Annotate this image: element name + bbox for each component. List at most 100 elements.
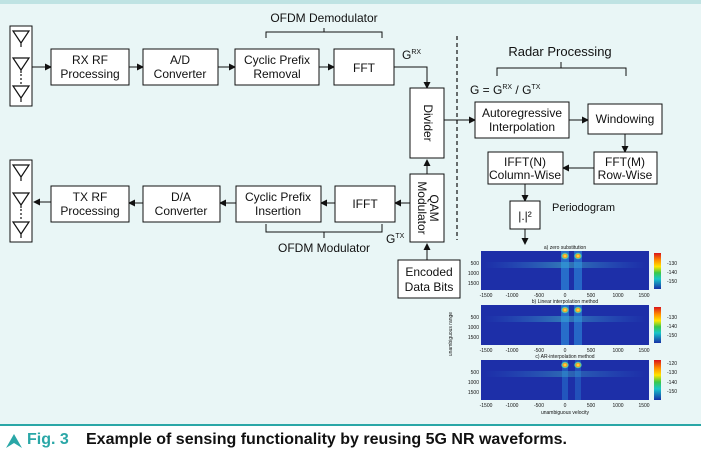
frame-top-band (0, 0, 701, 4)
plot-a-target-1 (561, 252, 569, 260)
plot-a-cbar-tick-2: -140 (667, 270, 677, 276)
divider-box (409, 87, 445, 159)
plot-b-ytick-3: 1500 (468, 335, 479, 341)
plot-c-cbar-tick-1: -120 (667, 361, 677, 367)
ad-box (142, 48, 219, 86)
plot-a-xtick-3: -500 (534, 293, 544, 299)
plot-c-xtick-6: 1000 (612, 403, 623, 409)
divider-label: Divider (421, 104, 435, 141)
cp-removal-label-1: Cyclic Prefix (244, 53, 310, 67)
plot-b-title: b) Linear interpolation method (532, 299, 599, 305)
plots-ylabel: unambiguous range (448, 312, 454, 356)
plot-b-xtick-7: 1500 (638, 348, 649, 354)
tx-antenna-array (9, 159, 33, 243)
plot-a-cbar-tick-1: -130 (667, 261, 677, 267)
ad-label-2: Converter (154, 67, 207, 81)
plot-b-colorbar (654, 307, 661, 343)
plot-c-band-2 (575, 360, 581, 400)
ofdm-mod-label: OFDM Modulator (278, 241, 370, 255)
plot-c-xlabel: unambiguous velocity (541, 410, 590, 416)
plot-b-xtick-5: 500 (587, 348, 596, 354)
plot-a-xtick-1: -1500 (480, 293, 493, 299)
plot-b: b) Linear interpolation method -130 -140… (468, 299, 677, 354)
plot-c-ytick-1: 500 (471, 370, 480, 376)
block-diagram: RX RF Processing A/D Converter Cyclic Pr… (9, 11, 677, 416)
da-label-1: D/A (171, 190, 191, 204)
ofdm-demod-label: OFDM Demodulator (270, 11, 377, 25)
plot-c-colorbar (654, 360, 661, 400)
g-equation: G = GRX / GTX (470, 83, 541, 97)
windowing-box (587, 103, 663, 135)
plot-c-ytick-3: 1500 (468, 390, 479, 396)
caption-figure-number: Fig. 3 (27, 431, 69, 448)
rx-rf-box (50, 48, 130, 86)
plot-c-xtick-2: -1000 (506, 403, 519, 409)
tx-rf-label-1: TX RF (73, 190, 108, 204)
g-rx-label: GRX (402, 48, 421, 62)
plot-c-title: c) AR-interpolation method (535, 354, 594, 360)
periodogram-plots: unambiguous range a) zero substitution -… (448, 245, 677, 416)
g-tx-label: GTX (386, 232, 405, 246)
plot-b-target-1 (561, 306, 569, 314)
plot-a: a) zero substitution -130 -140 -150 500 … (468, 245, 677, 299)
cp-removal-label-2: Removal (253, 67, 300, 81)
windowing-label: Windowing (596, 112, 655, 126)
rx-rf-label-2: Processing (60, 67, 119, 81)
tx-rf-box (50, 185, 130, 223)
fft-label: FFT (353, 61, 376, 75)
abs-square-box (509, 200, 541, 230)
plot-a-xtick-4: 0 (564, 293, 567, 299)
plot-b-xtick-4: 0 (564, 348, 567, 354)
plot-b-xtick-2: -1000 (506, 348, 519, 354)
plot-b-ytick-1: 500 (471, 315, 480, 321)
plot-c-xtick-3: -500 (534, 403, 544, 409)
plot-b-cbar-tick-1: -130 (667, 315, 677, 321)
plot-c-cbar-tick-2: -130 (667, 370, 677, 376)
plot-c-xtick-5: 500 (587, 403, 596, 409)
plot-a-ytick-3: 1500 (468, 281, 479, 287)
plot-c-ytick-2: 1000 (468, 380, 479, 386)
ifft-box (334, 185, 396, 223)
plot-b-xtick-3: -500 (534, 348, 544, 354)
plot-b-ytick-2: 1000 (468, 325, 479, 331)
caption-bar (0, 426, 701, 458)
plot-c-streak (484, 371, 646, 377)
plot-b-xtick-1: -1500 (480, 348, 493, 354)
radar-bracket (496, 62, 627, 76)
cp-insertion-label-1: Cyclic Prefix (245, 190, 311, 204)
plot-c-target-2 (574, 361, 582, 369)
plot-a-colorbar (654, 253, 661, 289)
ifft-n-label-1: IFFT(N) (504, 155, 546, 169)
encoded-label-1: Encoded (405, 265, 452, 279)
plot-a-xtick-2: -1000 (506, 293, 519, 299)
plot-c-target-1 (561, 361, 569, 369)
rx-antenna-array (9, 25, 33, 107)
plot-c-band-1 (562, 360, 568, 400)
plot-c-xtick-7: 1500 (638, 403, 649, 409)
plot-b-xtick-6: 1000 (612, 348, 623, 354)
ar-interp-label-1: Autoregressive (482, 106, 562, 120)
plot-b-band-2 (574, 305, 582, 345)
fft-m-label-1: FFT(M) (605, 155, 645, 169)
ar-interp-label-2: Interpolation (489, 120, 555, 134)
da-label-2: Converter (155, 204, 208, 218)
plot-a-xtick-7: 1500 (638, 293, 649, 299)
fft-m-label-2: Row-Wise (598, 168, 653, 182)
radar-processing-label: Radar Processing (508, 44, 611, 59)
periodogram-label: Periodogram (552, 202, 615, 214)
ofdm-demod-bracket (265, 28, 383, 38)
plot-a-xtick-5: 500 (587, 293, 596, 299)
rx-rf-label-1: RX RF (72, 53, 108, 67)
plot-a-band-2 (574, 251, 582, 290)
plot-c-cbar-tick-3: -140 (667, 380, 677, 386)
abs-square-label: |.|² (518, 209, 532, 223)
da-box (142, 185, 221, 223)
ad-label-1: A/D (170, 53, 190, 67)
plot-b-cbar-tick-3: -150 (667, 333, 677, 339)
fft-m-box (593, 151, 658, 185)
plot-a-ytick-2: 1000 (468, 271, 479, 277)
plot-a-ytick-1: 500 (471, 261, 480, 267)
caption-text: Example of sensing functionality by reus… (86, 431, 567, 448)
plot-a-xtick-6: 1000 (612, 293, 623, 299)
cp-insertion-box (235, 185, 322, 223)
